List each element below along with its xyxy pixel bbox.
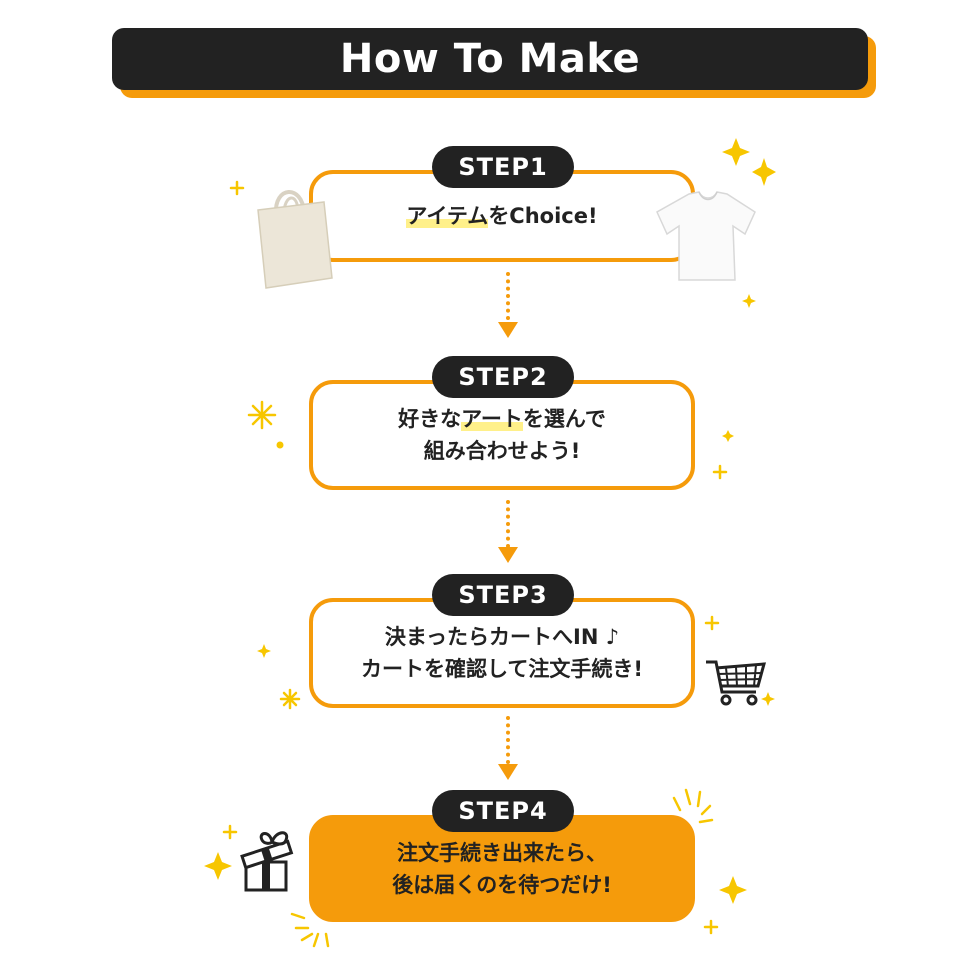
step2-line1-pre: 好きな [398,407,462,431]
step2-line1-post: を選んで [522,407,606,431]
asterisk-icon [247,400,277,430]
connector-2 [506,500,515,548]
plus-icon [229,180,245,196]
plus-icon [222,824,238,840]
step4-box: 注文手続き出来たら、 後は届くのを待つだけ! [309,815,695,922]
connector-3 [506,716,515,764]
dot-icon [276,441,284,449]
arrow-down-icon [498,764,518,780]
arrow-down-icon [498,322,518,338]
tshirt-icon [656,191,756,281]
sparkle-icon [257,644,271,658]
step1-highlight: アイテム [406,204,489,228]
step2-line2: 組み合わせよう! [423,439,581,463]
sparkle-icon [722,430,734,442]
step2-badge: STEP2 [432,356,574,398]
step3-badge-label: STEP3 [458,581,548,609]
step2-line1: 好きなアートを選んで [398,403,606,435]
arrow-down-icon [498,547,518,563]
page-title: How To Make [339,36,641,82]
plus-icon [704,615,720,631]
step3-line1: 決まったらカートへIN ♪ [384,625,620,649]
step3-badge: STEP3 [432,574,574,616]
sparkle-icon [742,294,756,308]
step2-highlight: アート [461,407,523,431]
step4-badge: STEP4 [432,790,574,832]
sparkle-icon [204,852,232,880]
gift-box-icon [240,831,294,892]
step2-badge-label: STEP2 [458,363,548,391]
shopping-cart-icon [706,660,767,706]
sparkle-icon [719,876,747,904]
step1-text-rest: をChoice! [488,204,598,228]
tote-bag-icon [257,190,333,289]
step2-box: 好きなアートを選んで 組み合わせよう! [309,380,695,490]
step4-badge-label: STEP4 [458,797,548,825]
sparkle-icon [722,138,750,166]
step1-badge-label: STEP1 [458,153,548,181]
plus-icon [703,919,719,935]
step3-line2: カートを確認して注文手続き! [361,657,643,681]
page-title-banner: How To Make [112,28,868,90]
step1-text: アイテムをChoice! [406,200,598,232]
step1-badge: STEP1 [432,146,574,188]
connector-1 [506,272,515,320]
asterisk-icon [279,688,301,710]
sparkle-icon [752,158,776,186]
step4-line1: 注文手続き出来たら、 [397,840,607,865]
plus-icon [712,464,728,480]
step4-line2: 後は届くのを待つだけ! [392,872,612,897]
